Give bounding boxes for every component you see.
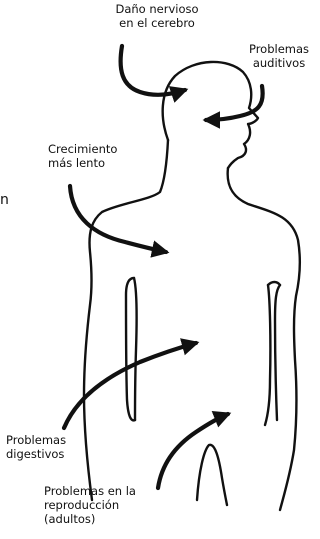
- right-arm-inner-2: [275, 285, 280, 420]
- right-arm-inner: [265, 285, 270, 425]
- label-growth: Crecimiento más lento: [48, 142, 117, 170]
- arrow-reproduction: [158, 414, 228, 488]
- crotch-line: [197, 445, 227, 505]
- left-arm-inner: [126, 278, 135, 420]
- body-right-contour: [228, 168, 300, 510]
- left-arm-inner-2: [134, 278, 137, 420]
- arrow-nerve-damage: [121, 46, 185, 95]
- label-hearing: Problemas auditivos: [238, 42, 320, 70]
- label-digestive: Problemas digestivos: [6, 433, 66, 461]
- label-reproduction: Problemas en la reproducción (adultos): [44, 484, 136, 526]
- edge-cut-off-text: n: [0, 192, 9, 208]
- label-nerve-damage: Daño nervioso en el cerebro: [103, 2, 211, 30]
